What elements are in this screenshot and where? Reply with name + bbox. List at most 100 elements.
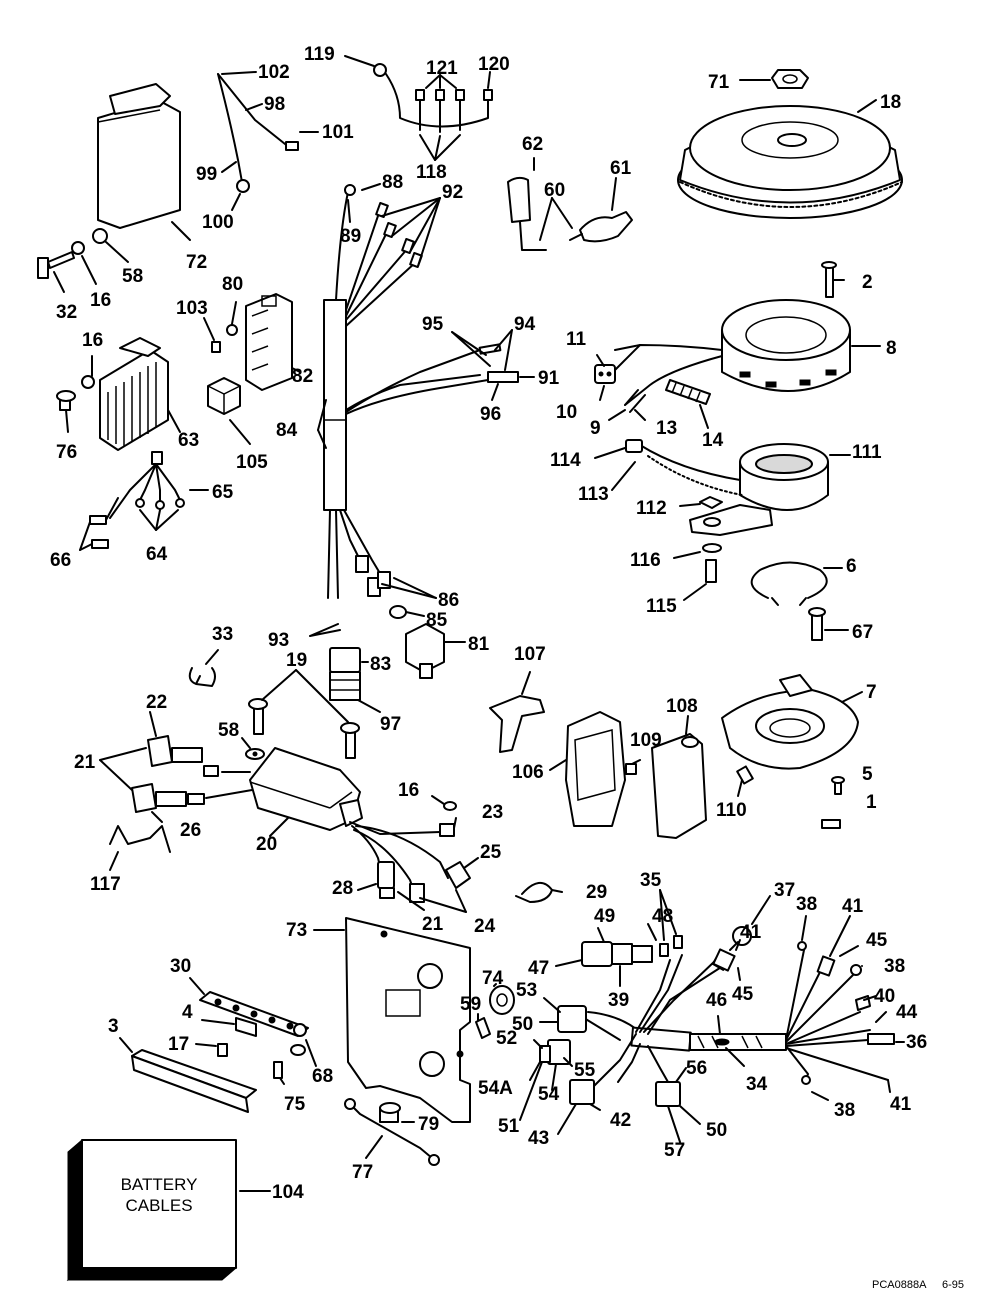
spark-plug-boots <box>507 176 633 251</box>
callout-77: 77 <box>352 1162 373 1183</box>
callout-41b: 41 <box>740 922 762 943</box>
callout-34: 34 <box>746 1074 768 1095</box>
callout-2: 2 <box>862 272 873 293</box>
callout-19: 19 <box>286 650 307 671</box>
ignition-coils <box>131 735 253 813</box>
callout-52: 52 <box>496 1028 517 1049</box>
callout-33: 33 <box>212 624 233 645</box>
callout-121: 121 <box>426 58 458 79</box>
callout-63: 63 <box>178 430 199 451</box>
callout-89: 89 <box>340 226 361 247</box>
callout-75: 75 <box>284 1094 306 1115</box>
callout-18: 18 <box>880 92 901 113</box>
callout-6: 6 <box>846 556 857 577</box>
callout-100: 100 <box>202 212 234 233</box>
callout-114: 114 <box>550 450 581 471</box>
battery-label-line1: BATTERY <box>121 1175 198 1194</box>
callout-51: 51 <box>498 1116 520 1137</box>
callout-37: 37 <box>774 880 795 901</box>
callout-97: 97 <box>380 714 401 735</box>
callout-99: 99 <box>196 164 217 185</box>
cover-106 <box>565 711 626 827</box>
callout-36: 36 <box>906 1032 927 1053</box>
callout-95: 95 <box>422 314 444 335</box>
callout-91: 91 <box>538 368 560 389</box>
callout-104: 104 <box>272 1182 304 1203</box>
callout-47: 47 <box>528 958 549 979</box>
callout-79: 79 <box>418 1114 439 1135</box>
callout-24: 24 <box>474 916 496 937</box>
callout-82: 82 <box>292 366 313 387</box>
callout-98: 98 <box>264 94 285 115</box>
callout-39: 39 <box>608 990 629 1011</box>
callout-116: 116 <box>630 550 661 571</box>
callout-106: 106 <box>512 762 544 783</box>
callout-58a: 58 <box>122 266 143 287</box>
battery-cables-box <box>66 1138 238 1282</box>
callout-13: 13 <box>656 418 677 439</box>
stator-connector <box>594 364 616 384</box>
callout-29: 29 <box>586 882 607 903</box>
callout-53: 53 <box>516 980 537 1001</box>
callout-16c: 16 <box>398 780 419 801</box>
connector-49 <box>581 941 653 967</box>
screw-67 <box>808 607 826 641</box>
callout-22: 22 <box>146 692 167 713</box>
callout-62: 62 <box>522 134 543 155</box>
callout-43: 43 <box>528 1128 549 1149</box>
callout-108: 108 <box>666 696 698 717</box>
callout-30: 30 <box>170 956 191 977</box>
screw-2 <box>821 261 837 298</box>
bracket-107 <box>489 695 545 753</box>
connector-50 <box>539 1005 681 1107</box>
callout-96: 96 <box>480 404 501 425</box>
callout-56: 56 <box>686 1058 707 1079</box>
callout-44: 44 <box>896 1002 918 1023</box>
callout-80: 80 <box>222 274 243 295</box>
callout-48: 48 <box>652 906 673 927</box>
callout-103: 103 <box>176 298 208 319</box>
callout-38b: 38 <box>884 956 905 977</box>
rectifier-leads <box>89 451 185 549</box>
retaining-ring <box>750 561 828 606</box>
callout-40: 40 <box>874 986 895 1007</box>
callout-5: 5 <box>862 764 873 785</box>
drawing-code: PCA0888A <box>872 1279 927 1291</box>
callout-119: 119 <box>304 44 335 65</box>
callout-46: 46 <box>706 990 727 1011</box>
callout-55: 55 <box>574 1060 596 1081</box>
flywheel-nut <box>771 69 809 89</box>
callout-38c: 38 <box>834 1100 855 1121</box>
callout-4: 4 <box>182 1002 193 1023</box>
callout-57: 57 <box>664 1140 685 1161</box>
callout-7: 7 <box>866 682 877 703</box>
callout-101: 101 <box>322 122 354 143</box>
callout-109: 109 <box>630 730 662 751</box>
callout-107: 107 <box>514 644 546 665</box>
callout-labels: 71 18 2 8 11 10 9 13 14 111 114 113 112 … <box>50 44 927 1203</box>
callout-8: 8 <box>886 338 897 359</box>
armature-plate <box>721 674 859 770</box>
callout-85: 85 <box>426 610 448 631</box>
callout-38a: 38 <box>796 894 817 915</box>
callout-76: 76 <box>56 442 77 463</box>
callout-21b: 21 <box>422 914 444 935</box>
sensor-coil <box>739 443 829 511</box>
sensor-bracket <box>689 504 773 536</box>
callout-1: 1 <box>866 792 877 813</box>
callout-21a: 21 <box>74 752 96 773</box>
callout-54: 54 <box>538 1084 560 1105</box>
callout-45b: 45 <box>732 984 754 1005</box>
callout-20: 20 <box>256 834 277 855</box>
callout-105: 105 <box>236 452 268 473</box>
callout-3: 3 <box>108 1016 119 1037</box>
callout-83: 83 <box>370 654 391 675</box>
callout-92: 92 <box>442 182 463 203</box>
callout-67: 67 <box>852 622 873 643</box>
callout-117: 117 <box>90 874 121 895</box>
callout-68: 68 <box>312 1066 333 1087</box>
callout-41a: 41 <box>842 896 864 917</box>
engine-harness <box>583 926 895 1091</box>
callout-88: 88 <box>382 172 403 193</box>
callout-42: 42 <box>610 1110 631 1131</box>
